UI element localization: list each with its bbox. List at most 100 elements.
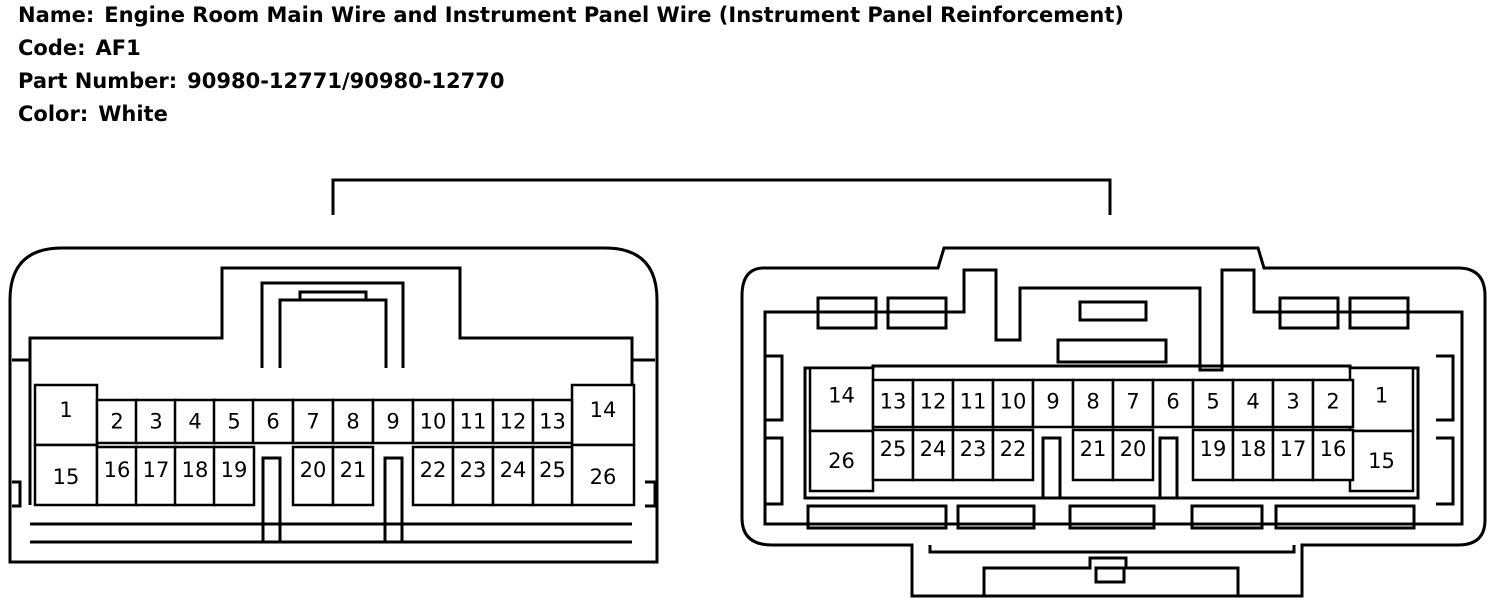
right-pin-22: 22	[991, 428, 1035, 482]
left-pin-label: 7	[306, 410, 319, 434]
right-pin-cell	[1311, 378, 1355, 429]
right-pin-1: 1	[1348, 366, 1415, 433]
left-pin-cell	[212, 398, 256, 445]
left-pin-label: 13	[539, 410, 566, 434]
right-pin-label: 10	[1000, 390, 1027, 414]
left-pin-label: 19	[221, 458, 248, 482]
left-pin-cell	[411, 445, 455, 507]
left-pin-label: 11	[460, 410, 487, 434]
right-pin-cell	[808, 429, 875, 493]
left-pin-label: 6	[266, 410, 279, 434]
right-pin-3: 3	[1271, 378, 1315, 429]
left-base-rail	[30, 522, 632, 544]
right-pin-26: 26	[808, 429, 875, 493]
right-pin-label: 15	[1368, 449, 1395, 473]
right-pin-label: 24	[920, 437, 947, 461]
left-pin-cell	[331, 445, 375, 507]
left-pin-15: 15	[33, 443, 99, 507]
left-pin-7: 7	[291, 398, 335, 445]
left-pin-label: 2	[110, 410, 123, 434]
left-pin-label: 20	[300, 458, 327, 482]
left-pin-cell	[173, 398, 217, 445]
right-pin-label: 1	[1375, 384, 1388, 408]
left-outer-shell	[8, 246, 659, 564]
name-row: Name:Engine Room Main Wire and Instrumen…	[18, 0, 1124, 33]
right-pin-10: 10	[991, 378, 1035, 429]
right-pin-label: 5	[1206, 390, 1219, 414]
color-value: White	[98, 102, 168, 126]
left-pin-label: 18	[182, 458, 209, 482]
right-pin-label: 25	[880, 437, 907, 461]
left-pin-label: 4	[188, 410, 201, 434]
left-connector-housing	[8, 246, 659, 564]
right-pin-cell	[871, 378, 915, 429]
left-lock-tab	[260, 281, 405, 368]
right-pin-cell	[911, 378, 955, 429]
right-center-bars	[1056, 300, 1168, 364]
right-pin-label: 3	[1286, 390, 1299, 414]
right-pin-25: 25	[871, 428, 915, 482]
part-number-row: Part Number: 90980-12771/90980-12770	[18, 66, 1124, 99]
part-number-label: Part Number:	[18, 69, 178, 93]
left-pin-16: 16	[95, 445, 139, 507]
left-pin-12: 12	[491, 398, 535, 445]
right-pin-label: 9	[1046, 390, 1059, 414]
right-pin-cell	[1231, 378, 1275, 429]
right-pin-cell	[1311, 428, 1355, 482]
left-pin-24: 24	[491, 445, 535, 507]
left-pin-cell	[291, 398, 335, 445]
mating-bracket	[331, 178, 1112, 215]
left-pin-2: 2	[95, 398, 139, 445]
right-pin-19: 19	[1191, 428, 1235, 482]
left-pin-5: 5	[212, 398, 256, 445]
left-pin-cell	[251, 398, 295, 445]
left-pin-label: 21	[340, 458, 367, 482]
right-bottom-slots	[806, 504, 1416, 530]
left-pin-cell	[531, 398, 574, 445]
right-pin-label: 13	[880, 390, 907, 414]
left-pin-label: 10	[420, 410, 447, 434]
right-pin-6: 6	[1151, 378, 1195, 429]
color-label: Color:	[18, 102, 89, 126]
left-pin-cell	[95, 445, 139, 507]
right-pin-label: 4	[1246, 390, 1259, 414]
right-pin-label: 2	[1326, 390, 1339, 414]
right-pin-cell	[991, 428, 1035, 482]
right-pin-cell	[1071, 378, 1115, 429]
right-pin-9: 9	[1031, 378, 1075, 429]
right-pin-12: 12	[911, 378, 955, 429]
left-pin-10: 10	[411, 398, 455, 445]
right-pin-label: 14	[828, 384, 855, 408]
left-pin-label: 24	[500, 458, 527, 482]
right-pin-11: 11	[951, 378, 995, 429]
right-key-slots	[1041, 436, 1179, 498]
right-pin-label: 19	[1200, 437, 1227, 461]
left-pin-26: 26	[570, 443, 636, 507]
left-pin-label: 25	[539, 458, 566, 482]
left-pin-cell	[33, 443, 99, 507]
left-key-slots	[261, 456, 404, 542]
left-pin-cell	[371, 398, 415, 445]
left-pin-cell	[212, 445, 256, 507]
right-pin-label: 16	[1320, 437, 1347, 461]
left-pin-label: 22	[420, 458, 447, 482]
left-pin-cell	[411, 398, 455, 445]
left-pin-label: 12	[500, 410, 527, 434]
part-number-value: 90980-12771/90980-12770	[187, 69, 505, 93]
code-row: Code:AF1	[18, 33, 1124, 66]
left-pin-cell	[570, 443, 636, 507]
right-pin-label: 7	[1126, 390, 1139, 414]
code-value: AF1	[95, 36, 141, 60]
left-pin-6: 6	[251, 398, 295, 445]
color-row: Color: White	[18, 99, 1124, 132]
right-inner-frame	[763, 268, 1464, 526]
right-pin-label: 21	[1080, 437, 1107, 461]
right-pin-13: 13	[871, 378, 915, 429]
right-pin-20: 20	[1111, 428, 1155, 482]
right-pin-label: 18	[1240, 437, 1267, 461]
right-pin-18: 18	[1231, 428, 1275, 482]
left-pin-11: 11	[451, 398, 495, 445]
right-pin-7: 7	[1111, 378, 1155, 429]
right-pin-label: 17	[1280, 437, 1307, 461]
